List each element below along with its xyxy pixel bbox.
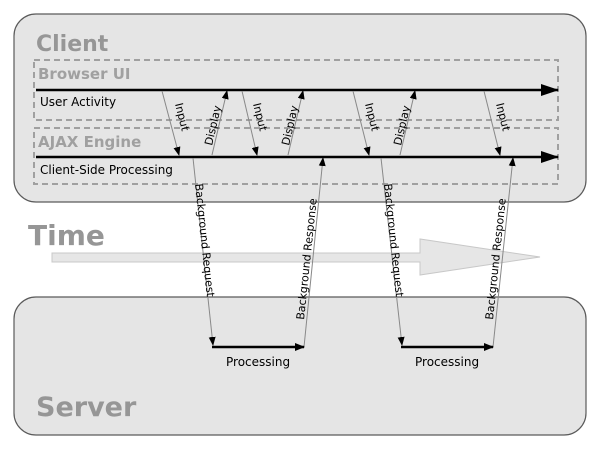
server-title: Server — [36, 392, 137, 423]
user-activity-label: User Activity — [40, 95, 116, 109]
background-response-arrow-1 — [303, 157, 326, 348]
client-title: Client — [36, 32, 109, 57]
input-arrow-2 — [241, 90, 259, 156]
ajax-engine-title: AJAX Engine — [38, 133, 141, 151]
client-side-processing-label: Client-Side Processing — [40, 163, 173, 177]
display-arrow-1 — [211, 90, 229, 156]
processing-label-1: Processing — [226, 355, 290, 369]
time-label: Time — [28, 219, 105, 252]
background-response-arrow-2 — [492, 157, 516, 348]
background-request-arrow-2 — [380, 157, 405, 346]
input-arrow-1 — [161, 90, 181, 156]
background-request-arrow-1 — [192, 157, 216, 346]
browser-ui-title: Browser UI — [38, 65, 130, 83]
display-arrow-2 — [287, 90, 305, 156]
input-arrow-4 — [483, 90, 502, 156]
server-box — [13, 296, 587, 436]
display-arrow-3 — [399, 90, 417, 156]
input-arrow-3 — [352, 90, 371, 156]
processing-label-2: Processing — [415, 355, 479, 369]
time-arrow — [51, 238, 541, 276]
